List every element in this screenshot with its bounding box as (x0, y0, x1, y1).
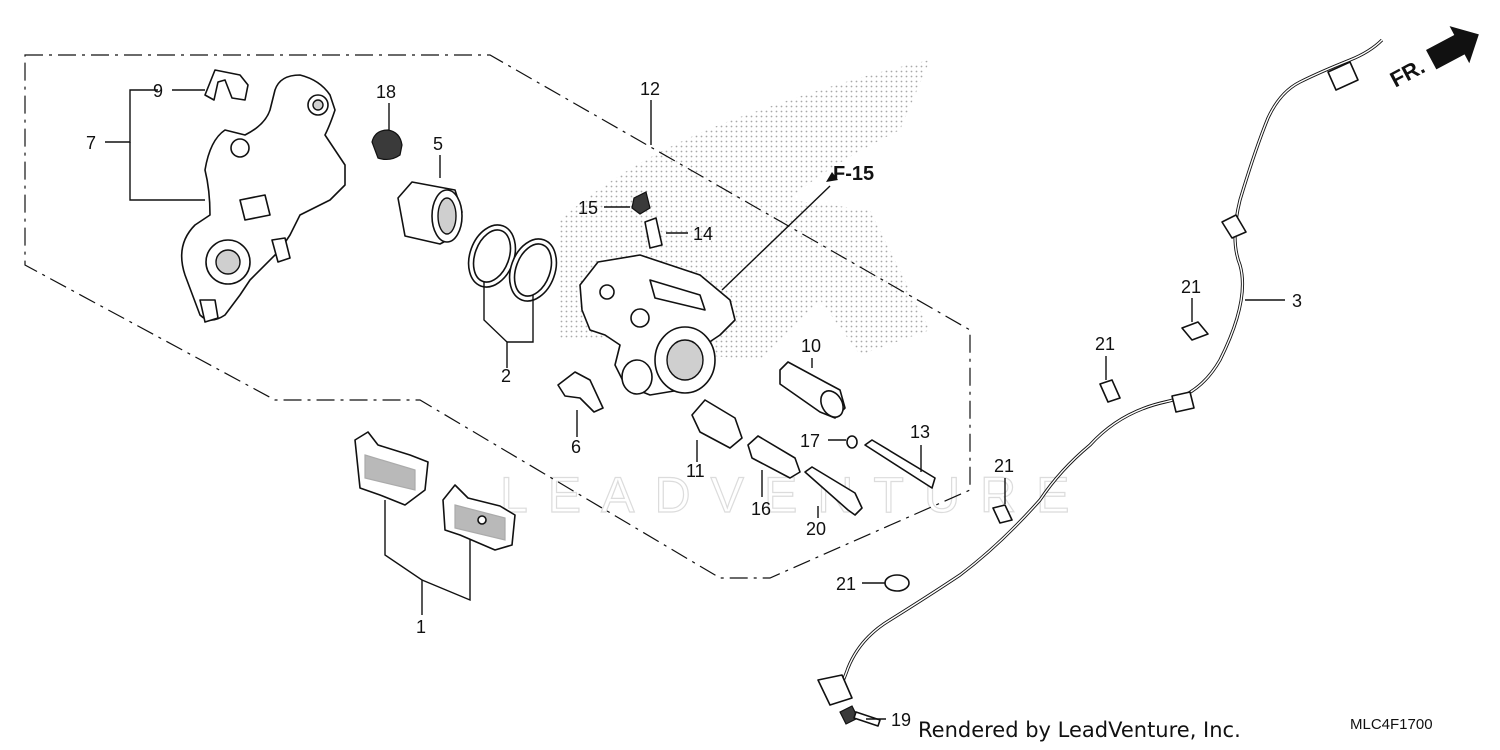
wire-clamp-1 (1181, 321, 1209, 341)
bleeder-cap (371, 129, 403, 161)
piston (397, 181, 463, 245)
brake-pad-outer (442, 484, 516, 551)
pad-spring (557, 371, 604, 413)
pin-sleeve (747, 435, 801, 479)
callout-21d: 21 (836, 574, 856, 594)
callout-18: 18 (376, 82, 396, 102)
callout-21a: 21 (1181, 277, 1201, 297)
front-direction-arrow: FR. (1386, 26, 1479, 93)
piston-seals (467, 224, 558, 302)
front-arrow-label: FR. (1386, 54, 1429, 93)
callout-15: 15 (578, 198, 598, 218)
callout-17: 17 (800, 431, 820, 451)
brake-pad-inner (354, 431, 429, 506)
callout-5: 5 (433, 134, 443, 154)
callout-20: 20 (806, 519, 826, 539)
callout-6: 6 (571, 437, 581, 457)
figure-code: MLC4F1700 (1350, 716, 1433, 733)
sensor-bolt (839, 705, 881, 727)
callout-21c: 21 (994, 456, 1014, 476)
o-ring (846, 435, 858, 449)
bleeder-screw-cap (631, 191, 651, 215)
caliper-bracket (180, 74, 346, 323)
callout-10: 10 (801, 336, 821, 356)
mounting-bolt (804, 466, 863, 516)
wire-clamp-2 (1099, 379, 1121, 403)
wire-clamp-4 (884, 574, 910, 592)
callout-7: 7 (86, 133, 96, 153)
callout-16: 16 (751, 499, 771, 519)
callout-1: 1 (416, 617, 426, 637)
callout-11: 11 (686, 461, 705, 481)
callout-12: 12 (640, 79, 660, 99)
callout-9: 9 (153, 81, 163, 101)
caliper-body (579, 254, 736, 396)
callout-14: 14 (693, 224, 713, 244)
credit-text: Rendered by LeadVenture, Inc. (918, 718, 1241, 742)
callout-21b: 21 (1095, 334, 1115, 354)
leader-lines (105, 89, 1285, 720)
assembly-boundary (24, 54, 971, 579)
pad-pin (864, 439, 936, 489)
callout-3: 3 (1292, 291, 1302, 311)
bleeder-screw (644, 217, 663, 249)
reference-label: F-15 (833, 163, 874, 185)
wire-clamp-3 (992, 504, 1013, 524)
callout-19: 19 (891, 710, 911, 730)
callout-2: 2 (501, 366, 511, 386)
callout-13: 13 (910, 422, 930, 442)
wheel-speed-sensor-wire (817, 38, 1384, 706)
slide-pin (779, 361, 846, 419)
pad-retainer-clip (204, 69, 249, 101)
pin-boot (691, 399, 743, 449)
